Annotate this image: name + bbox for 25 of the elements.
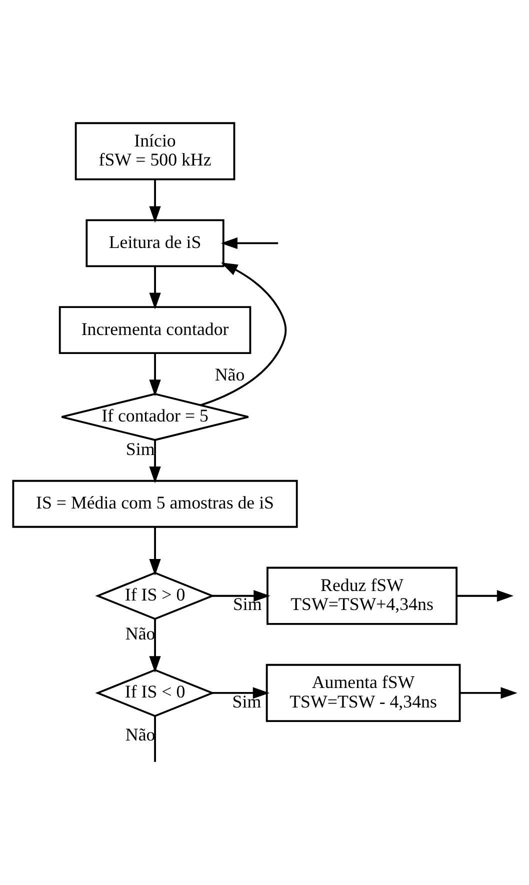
arrow (149, 526, 161, 576)
edge-label: Sim (232, 594, 262, 614)
node-box: Início fSW = 500 kHz (74, 122, 236, 180)
arrow (149, 178, 161, 222)
connector (154, 716, 156, 762)
node-diamond: If IS > 0 (95, 571, 215, 620)
arrow (456, 590, 514, 602)
node-box: IS = Média com 5 amostras de iS (12, 479, 298, 528)
arrow (149, 266, 161, 309)
node-box: Aumenta fSW TSW=TSW - 4,34ns (266, 663, 461, 722)
arrow (200, 262, 287, 406)
arrow (149, 353, 161, 396)
node-diamond: If contador = 5 (60, 392, 250, 440)
arrow (212, 686, 270, 698)
node-box: Reduz fSW TSW=TSW+4,34ns (266, 566, 458, 624)
arrow (149, 440, 161, 483)
arrow (460, 686, 518, 698)
edge-label: Sim (232, 690, 262, 711)
node-diamond: If IS < 0 (95, 668, 215, 716)
node-box: Incrementa contador (58, 306, 252, 354)
arrow (149, 618, 161, 672)
node-box: Leitura de iS (86, 218, 224, 267)
arrow (212, 590, 270, 602)
arrow (220, 236, 278, 249)
edge-label: Não (214, 364, 245, 384)
